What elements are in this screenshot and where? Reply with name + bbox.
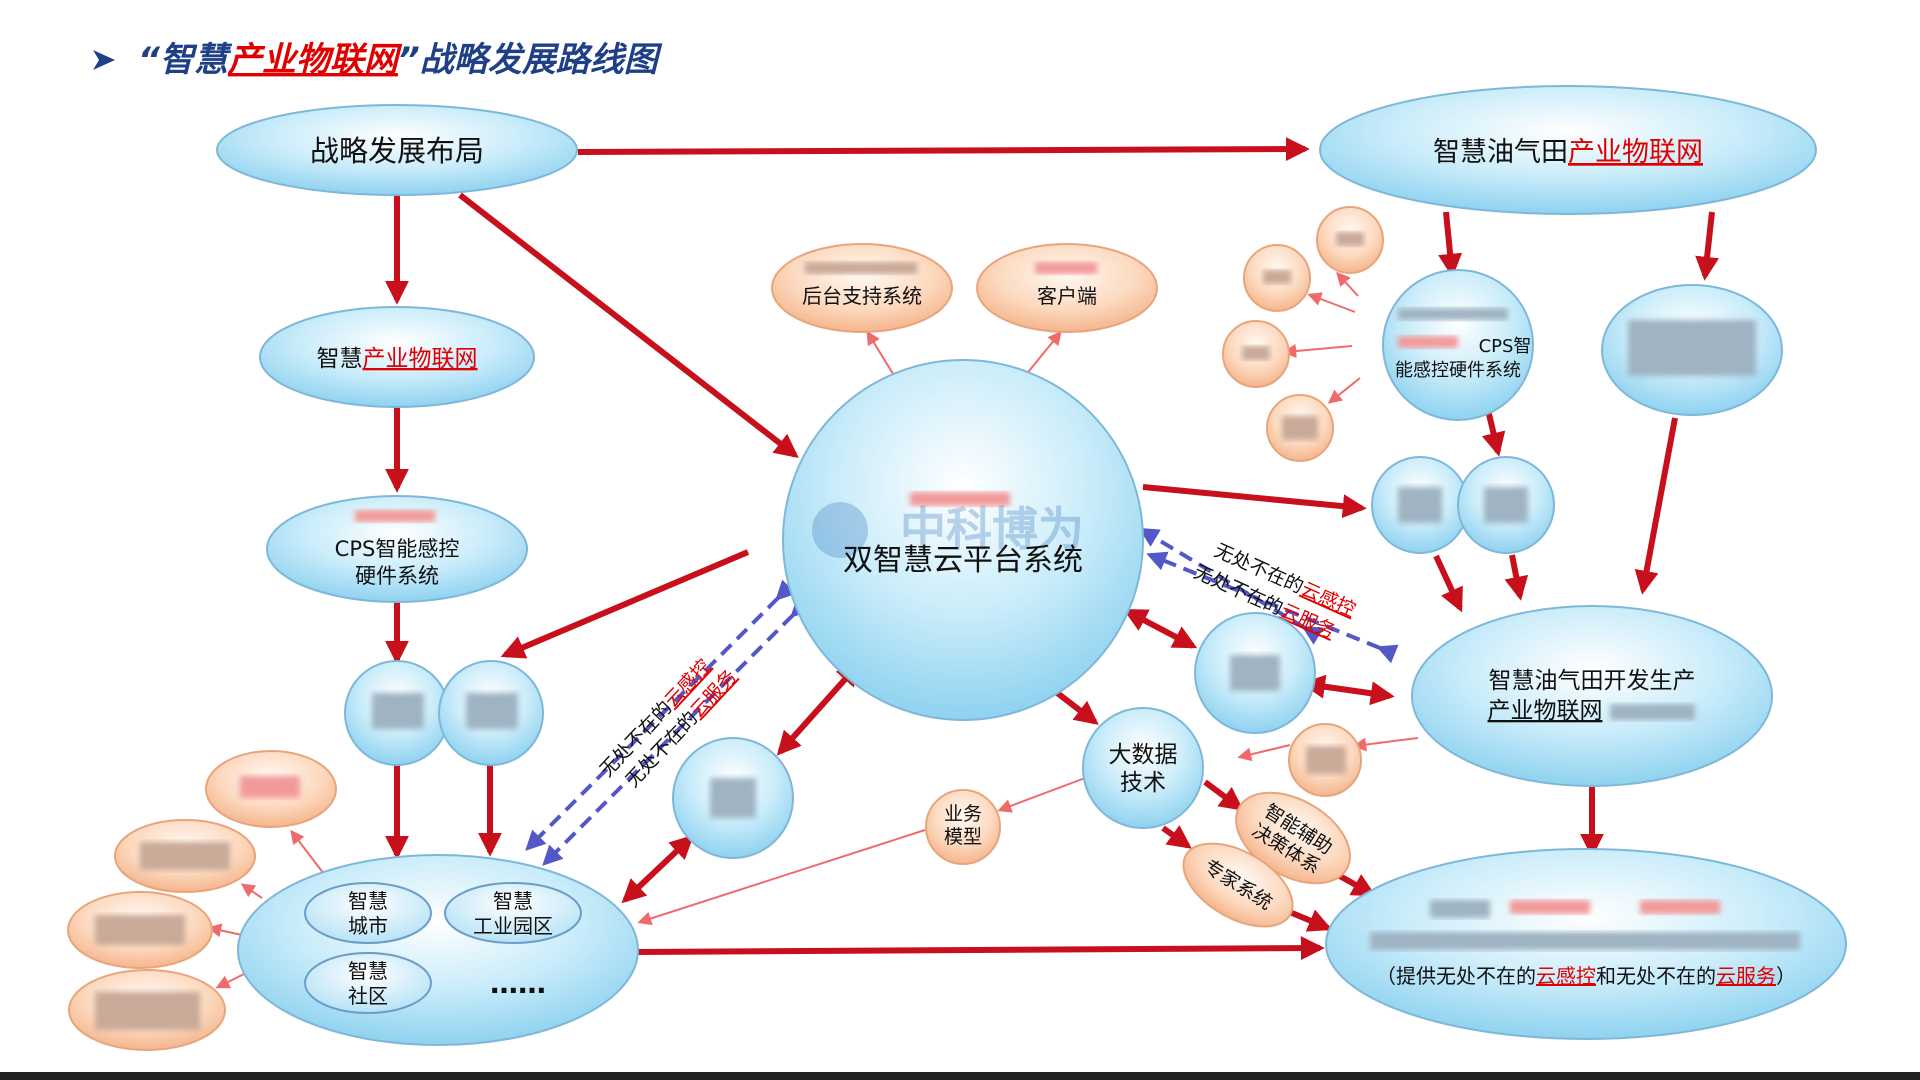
smart-city-line1: 智慧 [348, 889, 388, 913]
strategy-node[interactable]: 战略发展布局 [216, 104, 578, 196]
cps-left-node[interactable]: CPS智能感控 硬件系统 [266, 495, 528, 603]
title-highlight: 产业物联网 [228, 40, 403, 80]
small-orange-right [1288, 723, 1362, 797]
backend-node[interactable]: 后台支持系统 [771, 243, 953, 333]
cps-left-line2: 硬件系统 [355, 564, 439, 588]
right-twin-circles [1371, 456, 1555, 554]
dashed-arrows [525, 527, 1399, 866]
big-data-node[interactable]: 大数据 技术 [1082, 707, 1204, 829]
title-quote-open: “智慧 [138, 40, 233, 80]
mid-right-circle [1194, 612, 1316, 734]
cloud-platform-label: 双智慧云平台系统 [843, 543, 1083, 578]
smart-city-line2: 城市 [348, 914, 388, 938]
smart-areas-node[interactable]: 智慧 城市 智慧 工业园区 智慧 社区 …… [237, 854, 639, 1046]
community-line2: 社区 [348, 984, 388, 1008]
smart-city-node[interactable]: 智慧 城市 [304, 882, 432, 944]
platform-cloud-sense: 云感控 [1536, 964, 1596, 988]
platform-cloud-service: 云服务 [1716, 964, 1776, 988]
title-quote-close: ”战略发展路线图 [398, 40, 663, 80]
more-ellipsis: …… [490, 967, 546, 1000]
production-line1: 智慧油气田开发生产 [1489, 668, 1696, 694]
platform-suffix: ） [1776, 964, 1796, 988]
smart-iot-prefix: 智慧 [317, 346, 363, 372]
strategy-label: 战略发展布局 [310, 134, 484, 168]
production-highlight: 产业物联网 [1488, 698, 1603, 724]
svg-text:智慧油气田产业物联网: 智慧油气田产业物联网 [1433, 137, 1703, 168]
community-node[interactable]: 智慧 社区 [304, 952, 432, 1014]
client-label: 客户端 [1037, 284, 1097, 308]
left-twin-circles [344, 660, 544, 766]
oilfield-highlight: 产业物联网 [1568, 137, 1703, 168]
svg-text:智慧产业物联网: 智慧产业物联网 [317, 346, 478, 372]
industrial-park-line1: 智慧 [493, 889, 533, 913]
platform-mid: 和无处不在的 [1596, 964, 1716, 988]
backend-label: 后台支持系统 [802, 284, 922, 308]
left-satellites [67, 750, 337, 1051]
expert-node[interactable]: 专家系统 [1170, 826, 1307, 943]
smart-iot-highlight: 产业物联网 [363, 346, 478, 372]
smart-iot-node[interactable]: 智慧产业物联网 [259, 306, 535, 408]
cps-right-node[interactable]: CPS智 能感控硬件系统 [1382, 269, 1534, 421]
big-data-line1: 大数据 [1109, 742, 1178, 768]
business-model-line2: 模型 [944, 826, 982, 848]
bullet-arrow-icon [93, 50, 115, 70]
cps-right-line2: 能感控硬件系统 [1395, 360, 1521, 381]
svg-text:“智慧产业物联网”战略发展路线图: “智慧产业物联网”战略发展路线图 [138, 40, 663, 80]
platform-prefix: （提供无处不在的 [1376, 964, 1536, 988]
cps-left-line1: CPS智能感控 [335, 537, 460, 561]
title-bar: “智慧产业物联网”战略发展路线图 [93, 40, 663, 80]
platform-node[interactable]: （提供无处不在的云感控和无处不在的云服务） [1325, 848, 1847, 1040]
big-data-line2: 技术 [1120, 770, 1166, 796]
oilfield-node[interactable]: 智慧油气田产业物联网 [1319, 85, 1817, 215]
client-node[interactable]: 客户端 [976, 243, 1158, 333]
community-line1: 智慧 [348, 959, 388, 983]
right-oval-node [1601, 284, 1783, 416]
industrial-park-line2: 工业园区 [473, 914, 553, 938]
bottom-bar [0, 1072, 1920, 1080]
business-model-line1: 业务 [944, 803, 982, 825]
oilfield-prefix: 智慧油气田 [1433, 137, 1568, 168]
cps-right-line1: CPS智 [1479, 336, 1532, 357]
sensor-satellites [1222, 206, 1384, 462]
watermark: 中科博为 [812, 502, 1084, 558]
cloud-platform-node[interactable]: 中科博为 双智慧云平台系统 [782, 359, 1144, 721]
industrial-park-node[interactable]: 智慧 工业园区 [444, 882, 582, 944]
mid-left-circle [672, 737, 794, 859]
business-model-node[interactable]: 业务 模型 [925, 789, 1001, 865]
watermark-text: 中科博为 [900, 502, 1084, 556]
production-node[interactable]: 智慧油气田开发生产 产业物联网 [1411, 605, 1773, 787]
svg-text:（提供无处不在的云感控和无处不在的云服务）: （提供无处不在的云感控和无处不在的云服务） [1376, 964, 1796, 988]
